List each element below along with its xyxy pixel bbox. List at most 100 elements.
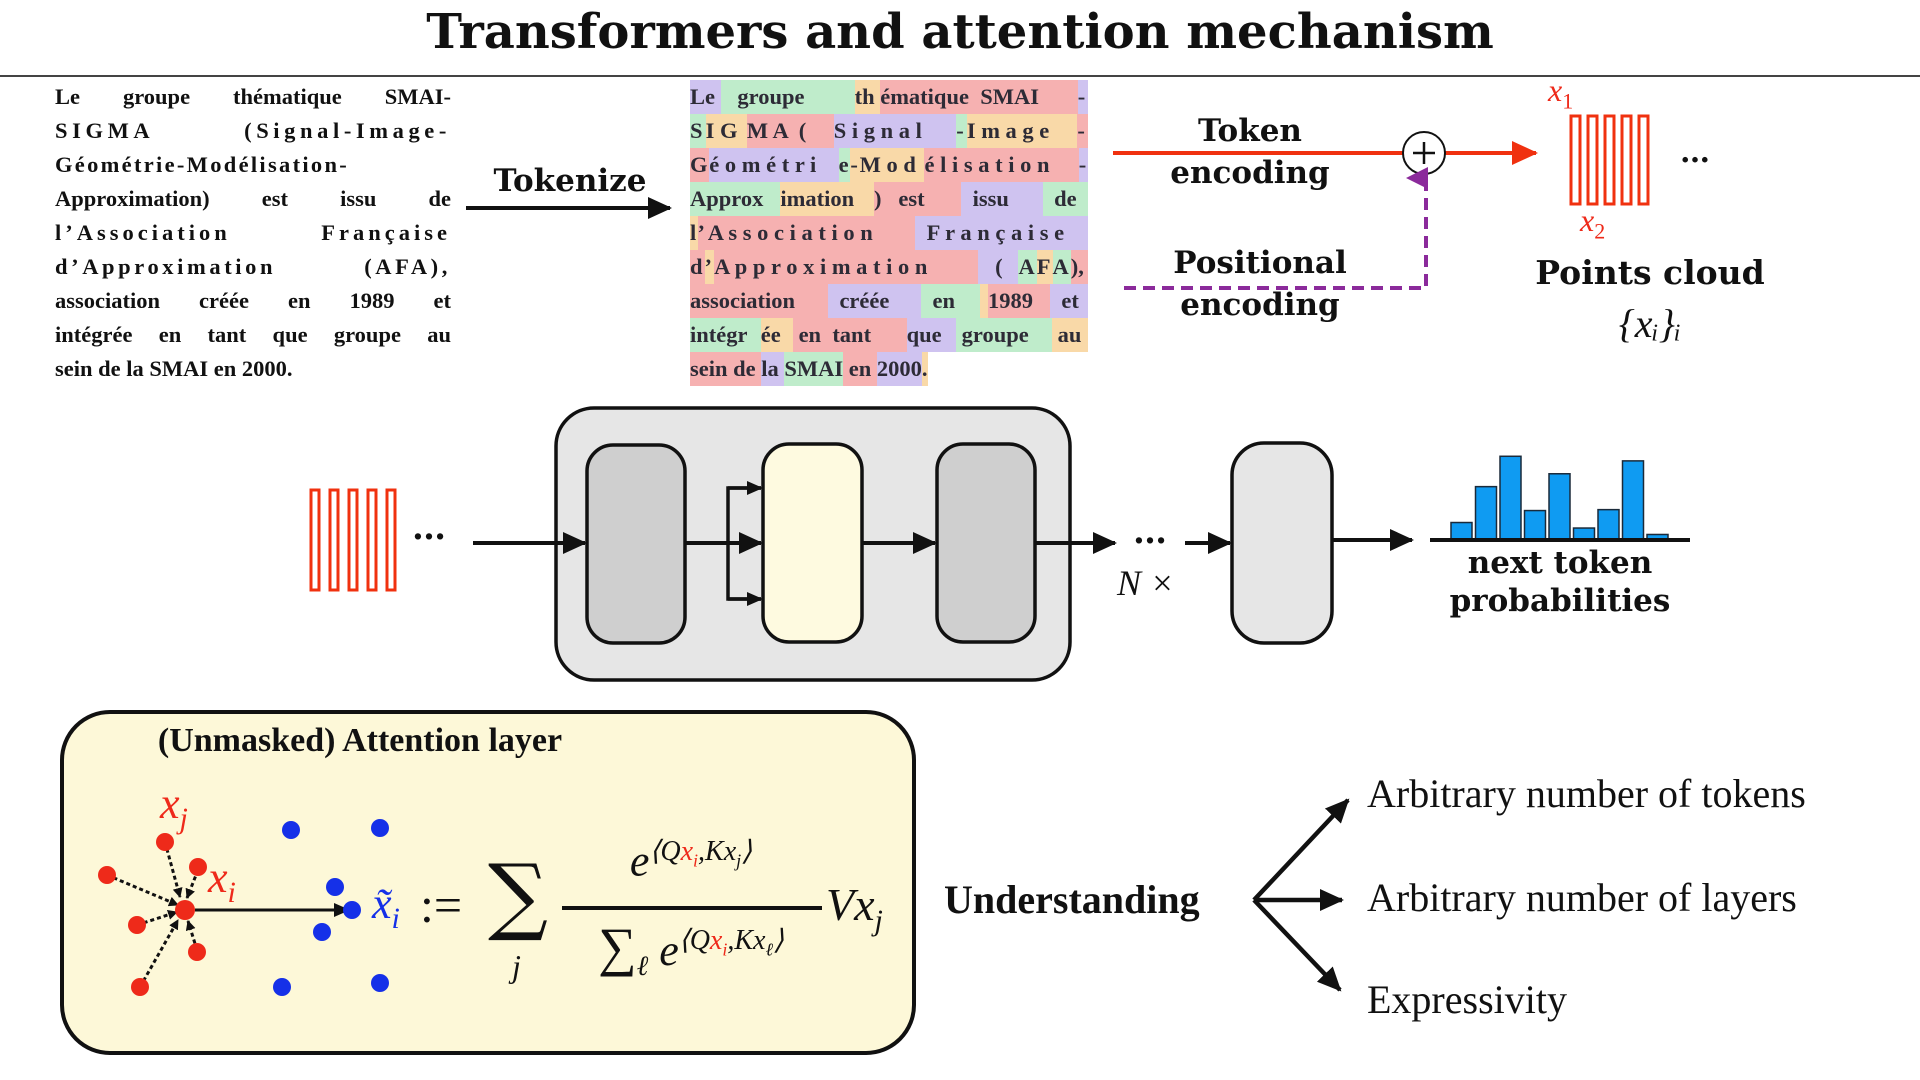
token-orange: l <box>690 216 698 250</box>
token-orange: th <box>854 80 881 114</box>
norm-block-label: Norm <box>613 497 659 591</box>
x1-label: x1 <box>1548 72 1573 114</box>
branch-expressivity: Expressivity <box>1367 977 1567 1022</box>
tokenized-line: sein de la SMAI en 2000. <box>690 352 1000 386</box>
original-text-line: Le groupe thématique SMAI- <box>55 84 451 109</box>
points-cloud-set: {xᵢ}ᵢ <box>1618 301 1682 346</box>
histogram-bar-t5 <box>1548 473 1571 541</box>
fraction-denominator: ∑ℓ e⟨Qxi,Kxℓ⟩ <box>560 916 822 983</box>
token-red: ), <box>1070 250 1088 284</box>
x1-symbol: x <box>1548 72 1563 108</box>
points-cloud-tokens <box>1569 114 1650 206</box>
token-red: G <box>690 148 710 182</box>
original-text-line: sein de la SMAI en 2000. <box>55 356 293 381</box>
token-vector <box>385 488 397 592</box>
xi-subscript: i <box>227 875 236 909</box>
token-purple: et <box>1050 284 1089 318</box>
token-purple: - <box>1078 148 1088 182</box>
token-purple: 2000 <box>876 352 922 386</box>
token-purple: que <box>906 318 957 352</box>
original-text-line: SIGMA (Signal-Image- <box>55 118 451 143</box>
token-vector <box>1603 114 1616 206</box>
x2-label: x2 <box>1580 202 1605 244</box>
numerator-e: e <box>629 836 650 886</box>
token-encoding-label: Token encoding <box>1150 112 1350 192</box>
token-orange: ée <box>760 318 793 352</box>
branch-layers: Arbitrary number of layers <box>1367 875 1797 920</box>
title-divider <box>0 75 1920 77</box>
token-vector <box>347 488 359 592</box>
token-green: - <box>956 114 967 148</box>
xj-symbol: x <box>160 779 180 828</box>
x1-subscript: 1 <box>1562 88 1574 114</box>
token-red: 1989 <box>987 284 1051 318</box>
attention-layer-panel <box>60 710 916 1055</box>
token-vector <box>1569 114 1582 206</box>
original-text-line: Géométrie-Modélisation- <box>55 152 350 177</box>
token-green: S <box>690 114 706 148</box>
fraction-numerator: e⟨Qxi,Kxj⟩ <box>560 834 822 887</box>
tokenize-label: Tokenize <box>493 163 647 199</box>
token-green: de <box>1042 182 1088 216</box>
positional-encoding-label-line1: Positional <box>1173 245 1347 281</box>
x2-subscript: 2 <box>1594 218 1606 244</box>
attention-layer-title: (Unmasked) Attention layer <box>157 722 563 759</box>
next-token-probabilities-label: next token probabilities <box>1410 544 1710 620</box>
token-green: A <box>1018 250 1037 284</box>
token-orange: I m a g e <box>966 114 1078 148</box>
next-token-histogram <box>1450 455 1669 541</box>
original-text-line: association créée en 1989 et <box>55 288 451 313</box>
token-red: en <box>843 352 877 386</box>
numerator-exponent: ⟨Qxi,Kxj⟩ <box>649 836 753 871</box>
token-purple: la <box>761 352 785 386</box>
histogram-bar-t8 <box>1621 460 1645 541</box>
xj-label: xj <box>160 778 188 836</box>
token-red: A p p r o x i m a t i o n <box>714 250 979 284</box>
input-ellipsis: … <box>412 508 446 548</box>
fraction-bar <box>562 906 822 910</box>
token-orange: . <box>921 352 928 386</box>
token-orange: I G <box>705 114 747 148</box>
token-encoding-label-line2: encoding <box>1170 155 1330 191</box>
token-orange: ’ <box>704 250 715 284</box>
token-green: intégr <box>690 318 761 352</box>
token-red: ématique SMAI <box>880 80 1078 114</box>
original-text-line: l’Association Française <box>55 220 451 245</box>
token-vector <box>1586 114 1599 206</box>
token-vector <box>366 488 378 592</box>
points-ellipsis: … <box>1680 135 1710 170</box>
repeat-label: N × <box>1117 563 1175 603</box>
sum-index: j <box>512 948 521 984</box>
token-vector <box>1637 114 1650 206</box>
plus-circle-icon <box>1402 131 1446 175</box>
token-red: - <box>1077 114 1089 148</box>
xj-subscript: j <box>179 801 188 835</box>
token-green: en <box>921 284 981 318</box>
histogram-bar-t3 <box>1499 455 1522 541</box>
sum-symbol: ∑ <box>488 846 548 944</box>
denominator-index: ℓ <box>636 950 649 982</box>
branch-tokens: Arbitrary number of tokens <box>1367 771 1806 816</box>
token-purple: Le <box>690 80 721 114</box>
output-label-line1: next token <box>1467 545 1653 581</box>
points-cloud-title: Points cloud <box>1535 253 1765 292</box>
attention-block-label: Attention <box>790 468 835 620</box>
token-purple: créée <box>828 284 922 318</box>
histogram-bar-t7 <box>1597 508 1620 541</box>
token-orange <box>980 284 988 318</box>
token-red: M A ( <box>746 114 834 148</box>
histogram-bar-t6 <box>1572 527 1596 541</box>
attention-block-label-wrap: Attention <box>763 445 862 643</box>
token-red: é l i s a t i o n <box>924 148 1079 182</box>
xtilde-subscript: i <box>391 901 400 935</box>
xtilde-symbol: x̃ <box>372 879 392 928</box>
token-purple: ( <box>978 250 1019 284</box>
token-red: ’ A s s o c i a t i o n <box>697 216 916 250</box>
token-vector <box>328 488 340 592</box>
input-tokens <box>309 488 397 592</box>
token-red: sein de <box>690 352 762 386</box>
